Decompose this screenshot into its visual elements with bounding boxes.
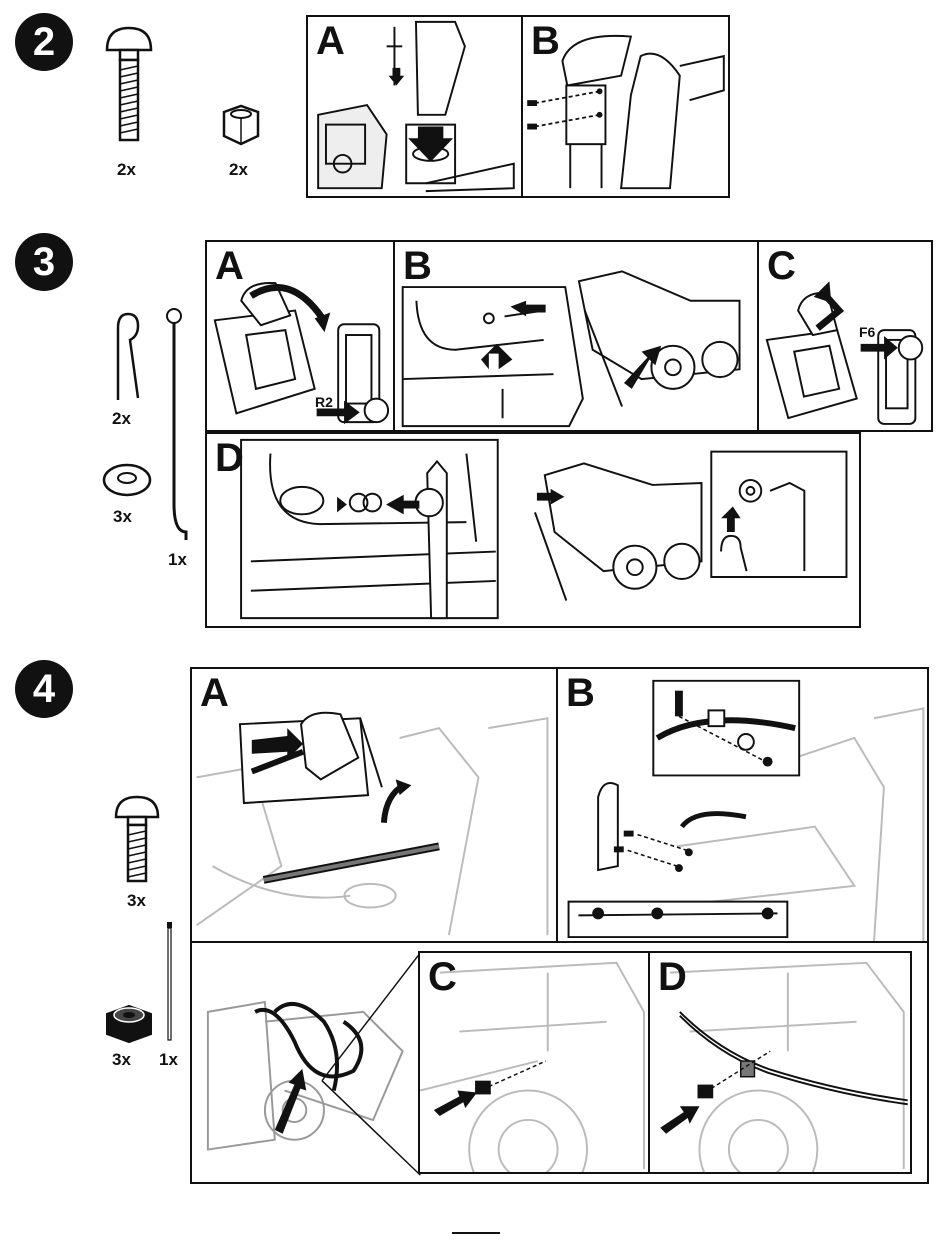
bracket-bolt-illustration <box>558 669 927 941</box>
shift-rod-icon <box>160 304 196 544</box>
step-2-nut-qty: 2x <box>229 160 248 180</box>
step-4-panel-c: C <box>418 951 650 1174</box>
step-3-panel-c: C F6 <box>757 240 933 432</box>
step-3-rod-qty: 1x <box>168 550 187 570</box>
panel-letter: B <box>531 19 560 64</box>
step-3-washer-qty: 3x <box>113 507 132 527</box>
step-3-panel-d: D <box>205 432 861 628</box>
carriage-bolt-icon <box>112 795 162 885</box>
panel-letter: B <box>403 244 432 289</box>
panel-letter: B <box>566 671 595 716</box>
hex-nut-icon <box>218 104 264 146</box>
step-2-panel-b: B <box>521 15 730 198</box>
flat-washer-icon <box>101 460 153 500</box>
panel-letter: D <box>215 436 244 481</box>
step-3-panel-b: B <box>393 240 759 432</box>
step-2-badge: 2 <box>15 13 73 71</box>
auger-control-bar-illustration <box>192 669 556 941</box>
step-4-nut-qty: 3x <box>112 1050 131 1070</box>
hairpin-clip-icon <box>108 310 148 402</box>
step-4-tie-qty: 1x <box>159 1050 178 1070</box>
panel-letter: A <box>215 244 244 289</box>
carriage-bolt-icon <box>103 26 155 144</box>
page-footer-rule <box>452 1232 500 1234</box>
gear-callout-f6: F6 <box>859 324 875 340</box>
step-2-bolt-qty: 2x <box>117 160 136 180</box>
step-3-panel-a: A R2 <box>205 240 395 432</box>
panel-letter: C <box>767 244 796 289</box>
step-3-clip-qty: 2x <box>112 409 131 429</box>
step-4-badge: 4 <box>15 660 73 718</box>
cable-tie-icon <box>162 920 178 1042</box>
panel-letter: C <box>428 955 457 1000</box>
gear-callout-r2: R2 <box>315 394 333 410</box>
step-4-panel-d: D <box>648 951 912 1174</box>
step-2-panel-a: A <box>306 15 523 198</box>
step-4-bolt-qty: 3x <box>127 891 146 911</box>
cable-clamp-illustration <box>650 953 910 1172</box>
step-3-badge: 3 <box>15 233 73 291</box>
rod-attach-detail-illustration <box>207 434 859 626</box>
rod-connection-illustration <box>395 242 757 430</box>
lock-nut-icon <box>101 1002 157 1046</box>
panel-letter: D <box>658 955 687 1000</box>
step-4-panel-b: B <box>556 667 929 943</box>
step-4-panel-a: A <box>190 667 558 943</box>
panel-letter: A <box>200 671 229 716</box>
panel-letter: A <box>316 19 345 64</box>
